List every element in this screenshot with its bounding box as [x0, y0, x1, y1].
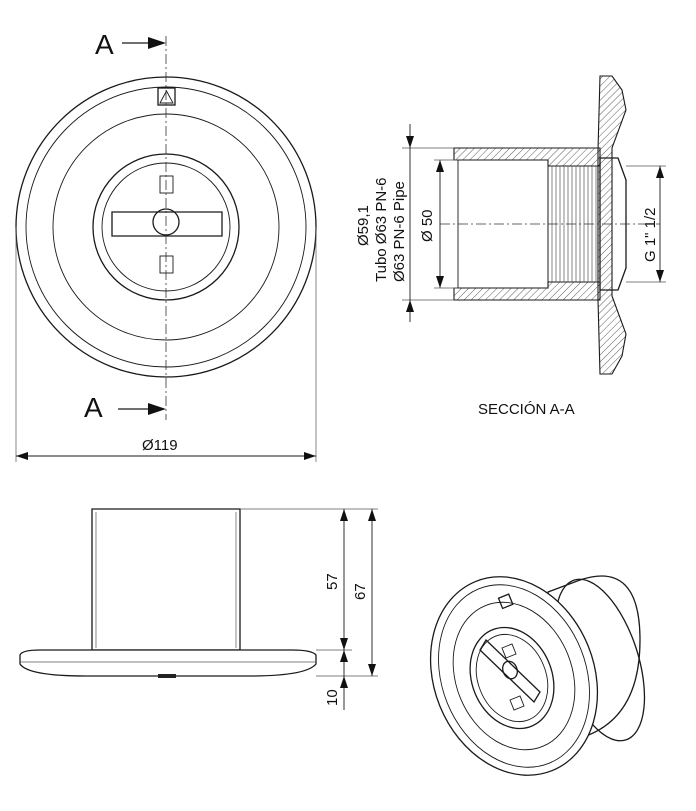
side-body: [91, 508, 241, 651]
section-marker-bottom: A: [84, 392, 103, 423]
iso-top-slot: [501, 643, 517, 659]
dim-inner-arrow-top: [436, 160, 444, 172]
section-marker-top: A: [95, 29, 114, 60]
top-slot: [159, 175, 174, 194]
section-arrow-top-head: [148, 37, 166, 49]
iso-center-hub: [502, 660, 518, 680]
dim-inner-label: Ø 50: [419, 209, 436, 242]
dim-119-arrow-left: [16, 452, 28, 460]
iso-flange-edge: [438, 584, 590, 768]
dim-119-arrow-right: [304, 452, 316, 460]
side-logo-mark: [158, 674, 176, 678]
dim-57-arrow-top: [340, 509, 348, 521]
logo-triangle-icon: [159, 90, 174, 104]
dim-outer-arrow-top: [406, 136, 414, 148]
dim-thread-label: G 1" 1/2: [642, 207, 659, 262]
tube-wall-bottom: [453, 281, 601, 301]
dim-outer-label-3: Ø63 PN-6 Pipe: [391, 181, 408, 282]
dim-10-arrow-bottom: [340, 676, 348, 688]
dim-outer-label-2: Tubo Ø63 PN-6: [373, 178, 390, 283]
dim-119-label: Ø119: [142, 437, 178, 454]
dim-thread-arrow-bottom: [656, 270, 664, 282]
dim-thread-arrow-top: [656, 166, 664, 178]
iso-bore-inner: [475, 633, 549, 723]
section-view: Ø59,1 Tubo Ø63 PN-6 Ø63 PN-6 Pipe Ø 50 G…: [355, 75, 666, 418]
iso-flange-outer: [429, 576, 599, 776]
dim-57-arrow-bottom: [340, 638, 348, 650]
dim-57-label: 57: [324, 573, 341, 590]
side-view: 57 67 10: [19, 508, 378, 710]
side-flange: [19, 649, 317, 677]
dim-67-arrow-top: [368, 509, 376, 521]
dim-67-arrow-bottom: [368, 664, 376, 676]
iso-bore-outer: [469, 626, 555, 730]
front-view: A A Ø119: [15, 29, 317, 462]
isometric-view: [429, 575, 646, 776]
logo-box-icon: [157, 87, 176, 106]
dim-10-label: 10: [324, 689, 341, 706]
dim-inner-arrow-bottom: [436, 276, 444, 288]
dim-10-arrow-top: [340, 650, 348, 662]
dim-67-label: 67: [352, 583, 369, 600]
dim-outer-arrow-bottom: [406, 300, 414, 312]
dim-outer-label-1: Ø59,1: [355, 205, 372, 246]
iso-flange-inner: [452, 601, 576, 751]
bottom-slot: [159, 255, 174, 274]
tube-wall-top: [453, 147, 601, 167]
insert-section: [599, 157, 627, 291]
iso-cross-bar: [479, 638, 541, 704]
section-title: SECCIÓN A-A: [478, 401, 575, 418]
iso-logo-icon: [497, 593, 514, 610]
section-arrow-bottom-head: [148, 403, 166, 415]
cross-bar: [111, 211, 223, 237]
iso-bottom-slot: [509, 695, 525, 711]
